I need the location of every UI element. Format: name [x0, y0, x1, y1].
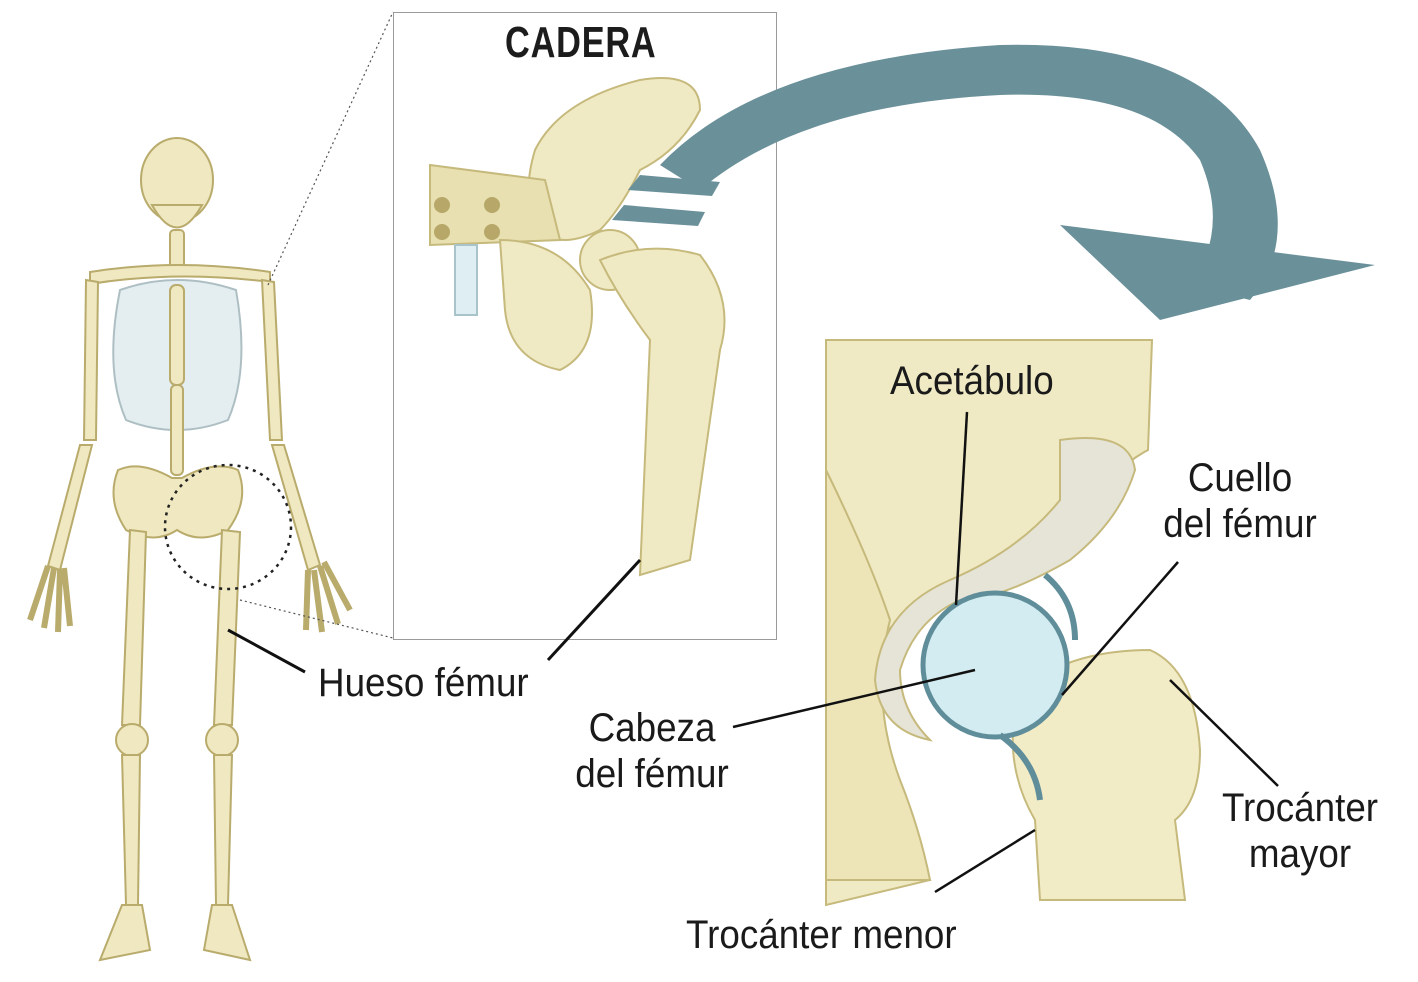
- label-cuello-line2: del fémur: [1163, 502, 1317, 546]
- label-cabeza-line1: Cabeza: [588, 706, 716, 750]
- label-acetabulo: Acetábulo: [890, 359, 1054, 403]
- label-trocanter-menor: Trocánter menor: [686, 913, 957, 957]
- label-trocanter-mayor-line1: Trocánter: [1221, 786, 1379, 830]
- label-hueso-femur: Hueso fémur: [318, 661, 529, 705]
- label-trocanter-mayor: Trocánter mayor: [1195, 785, 1405, 877]
- label-trocanter-mayor-line2: mayor: [1248, 832, 1352, 876]
- label-cuello-line1: Cuello: [1187, 456, 1293, 500]
- label-cuello-femur: Cuello del fémur: [1140, 455, 1340, 547]
- diagram-title: CADERA: [505, 18, 657, 67]
- label-cabeza-line2: del fémur: [575, 752, 729, 796]
- label-cabeza-femur: Cabeza del fémur: [552, 705, 752, 797]
